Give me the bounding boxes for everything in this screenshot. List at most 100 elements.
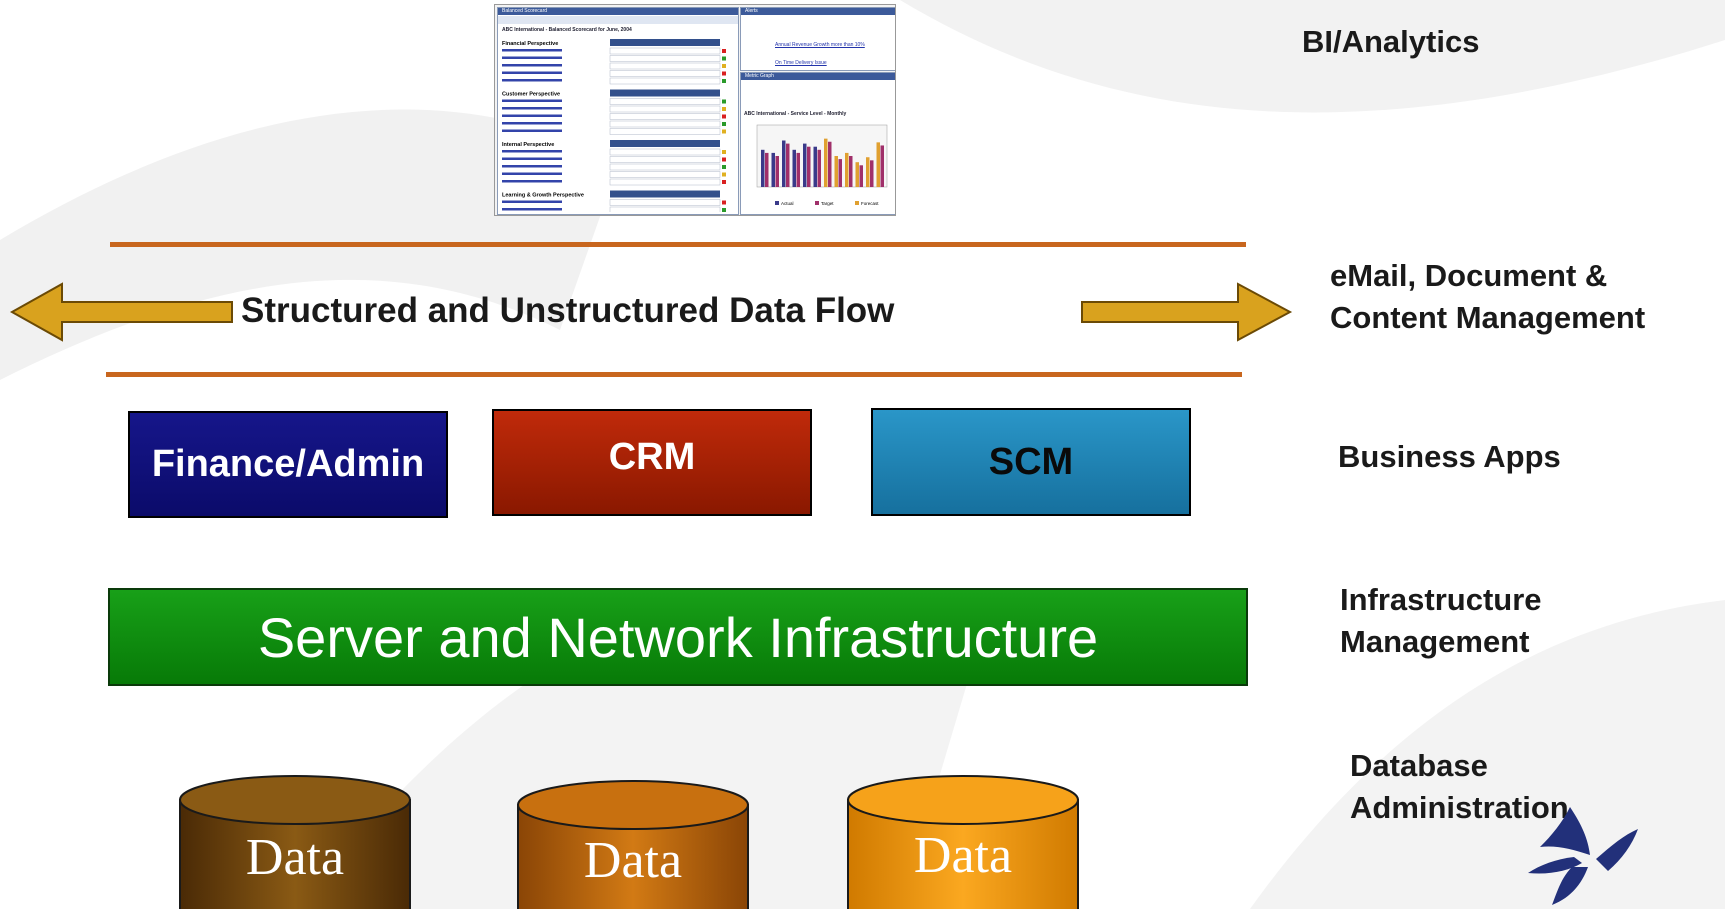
scorecard-toolbar bbox=[498, 16, 738, 24]
alerts-titlebar: Alerts bbox=[741, 8, 895, 15]
scorecard-section-title: Customer Perspective bbox=[502, 92, 560, 98]
alerts-title: Alerts bbox=[745, 8, 758, 14]
database-label-2: Data bbox=[584, 832, 682, 889]
scorecard-row-cells bbox=[609, 77, 721, 85]
mini-chart-bar bbox=[859, 165, 863, 187]
scorecard-row-cells bbox=[609, 47, 721, 55]
scorecard-row-cells bbox=[609, 178, 721, 186]
scorecard-title: Balanced Scorecard bbox=[502, 8, 548, 14]
scorecard-status-indicator bbox=[722, 180, 726, 184]
scorecard-row-cells bbox=[609, 70, 721, 77]
mini-chart-bar bbox=[813, 146, 817, 187]
mini-chart-legend-label: Target bbox=[821, 201, 834, 206]
mini-chart-legend-swatch bbox=[815, 201, 819, 205]
mini-chart-bar bbox=[786, 143, 790, 187]
scorecard-section-title: Learning & Growth Perspective bbox=[502, 193, 584, 199]
scorecard-row-link bbox=[502, 208, 562, 211]
mini-chart-bar bbox=[828, 141, 832, 187]
scm-label: SCM bbox=[988, 440, 1074, 483]
database-cylinders: Data Data Data bbox=[179, 775, 1079, 909]
scorecard-row-link bbox=[502, 49, 562, 52]
graph-titlebar: Metric Graph bbox=[741, 73, 895, 80]
data-flow-arrows bbox=[9, 282, 1293, 342]
scorecard-status-indicator bbox=[722, 71, 726, 76]
mini-chart-bar bbox=[792, 149, 796, 187]
label-bi-analytics: BI/Analytics bbox=[1302, 24, 1480, 59]
label-content-management: Content Management bbox=[1330, 300, 1646, 335]
scorecard-row-link bbox=[502, 150, 562, 153]
finance-admin-label: Finance/Admin bbox=[151, 443, 425, 485]
scorecard-row-link bbox=[502, 180, 562, 183]
mini-chart-bar bbox=[761, 149, 765, 187]
label-management: Management bbox=[1340, 624, 1530, 659]
database-label-1: Data bbox=[246, 829, 344, 886]
label-business-apps: Business Apps bbox=[1338, 439, 1561, 474]
mini-chart-bar bbox=[817, 149, 821, 187]
scorecard-section-title: Internal Perspective bbox=[502, 142, 554, 148]
scorecard-row-cells bbox=[609, 206, 721, 212]
mini-chart-bar bbox=[849, 156, 853, 187]
mini-chart-bar bbox=[870, 160, 874, 187]
mini-chart-bar bbox=[834, 156, 838, 187]
mini-chart-bar bbox=[855, 162, 859, 187]
scorecard-status-indicator bbox=[722, 208, 726, 212]
mini-chart-bar bbox=[782, 140, 786, 187]
scorecard-row-link bbox=[502, 157, 562, 160]
scorecard-row-link bbox=[502, 71, 562, 74]
database-cylinder-1: Data bbox=[179, 775, 411, 909]
top-rule bbox=[110, 242, 1246, 247]
database-cylinder-2: Data bbox=[517, 780, 749, 909]
scorecard-row-link bbox=[502, 172, 562, 175]
infrastructure-bar: Server and Network Infrastructure bbox=[108, 588, 1248, 686]
scorecard-status-indicator bbox=[722, 129, 726, 134]
mini-chart-bar bbox=[845, 152, 849, 187]
scorecard-heading: ABC International - Balanced Scorecard f… bbox=[502, 27, 632, 33]
data-flow-label: Structured and Unstructured Data Flow bbox=[241, 291, 895, 330]
scorecard-row-link bbox=[502, 114, 562, 117]
company-logo-icon bbox=[1528, 807, 1638, 905]
scorecard-header-band bbox=[610, 190, 720, 198]
scorecard-status-indicator bbox=[722, 172, 726, 177]
mini-chart-bar bbox=[771, 152, 775, 187]
graph-heading: ABC International - Service Level - Mont… bbox=[744, 111, 847, 117]
mini-chart-legend-swatch bbox=[855, 201, 859, 205]
scorecard-status-indicator bbox=[722, 114, 726, 119]
label-database: Database bbox=[1350, 748, 1488, 783]
mini-chart-bar bbox=[824, 138, 828, 187]
label-administration: Administration bbox=[1350, 790, 1569, 825]
mini-chart-legend-label: Actual bbox=[781, 201, 794, 206]
mini-chart-bar bbox=[876, 142, 880, 187]
mini-chart-bar bbox=[866, 157, 870, 187]
left-arrow-icon bbox=[9, 282, 233, 342]
scorecard-status-indicator bbox=[722, 150, 726, 154]
database-label-3: Data bbox=[914, 827, 1012, 884]
mini-chart-legend-swatch bbox=[775, 201, 779, 205]
bottom-rule bbox=[106, 372, 1242, 377]
scorecard-header-band bbox=[610, 39, 720, 46]
scorecard-row-cells bbox=[609, 156, 721, 163]
scorecard-status-indicator bbox=[722, 107, 726, 111]
alerts-panel: Alerts Annual Revenue Growth more than 1… bbox=[740, 7, 895, 71]
crm-label: CRM bbox=[608, 436, 696, 478]
crm-box: CRM bbox=[492, 409, 812, 516]
scorecard-row-link bbox=[502, 129, 562, 132]
scorecard-status-indicator bbox=[722, 157, 726, 162]
scorecard-row-link bbox=[502, 107, 562, 110]
mini-chart-bar bbox=[807, 146, 811, 187]
scorecard-status-indicator bbox=[722, 165, 726, 169]
scorecard-row-cells bbox=[609, 171, 721, 178]
scorecard-status-indicator bbox=[722, 99, 726, 104]
scorecard-row-cells bbox=[609, 163, 721, 171]
scorecard-status-indicator bbox=[722, 56, 726, 61]
scorecard-status-indicator bbox=[722, 49, 726, 53]
mini-chart-bar bbox=[796, 152, 800, 187]
scorecard-row-link bbox=[502, 165, 562, 168]
metric-graph-panel: Metric Graph ABC International - Service… bbox=[740, 72, 895, 215]
infrastructure-label: Server and Network Infrastructure bbox=[257, 605, 1099, 669]
mini-chart-bar bbox=[880, 145, 884, 187]
scorecard-row-cells bbox=[609, 98, 721, 105]
scorecard-panel: Balanced Scorecard ABC International - B… bbox=[497, 7, 739, 215]
scorecard-row-cells bbox=[609, 62, 721, 70]
scorecard-titlebar: Balanced Scorecard bbox=[498, 8, 738, 15]
